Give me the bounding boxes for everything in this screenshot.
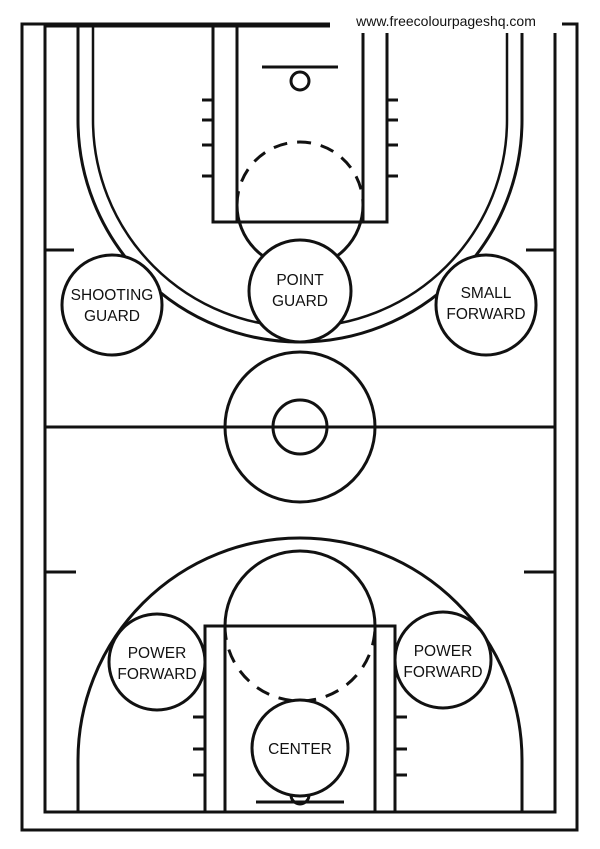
- position-label-line: SHOOTING: [71, 287, 154, 304]
- site-watermark: www.freecolourpageshq.com: [330, 9, 562, 33]
- lane-marks-top: [202, 98, 398, 178]
- free-throw-circle-bottom-dashed: [223, 625, 377, 703]
- position-label-line: SMALL: [461, 285, 512, 302]
- position-label-line: FORWARD: [446, 306, 525, 323]
- center-circle-outer: [223, 350, 377, 504]
- rim-top: [289, 70, 311, 92]
- page-frame: [20, 22, 579, 832]
- position-label-line: FORWARD: [403, 664, 482, 681]
- position-center: CENTER: [250, 698, 350, 798]
- position-label-line: CENTER: [268, 741, 332, 758]
- position-point-guard: POINT GUARD: [247, 238, 353, 344]
- position-label-line: FORWARD: [117, 666, 196, 683]
- side-marks: [45, 248, 555, 574]
- position-shooting-guard: SHOOTING GUARD: [60, 253, 164, 357]
- lane-marks-bottom: [193, 715, 407, 777]
- position-label-line: POWER: [128, 645, 187, 662]
- center-circle-inner: [271, 398, 329, 456]
- position-label-line: GUARD: [84, 308, 140, 325]
- key-bottom-inner: [223, 624, 377, 814]
- position-label-line: POINT: [276, 272, 324, 289]
- free-throw-circle-bottom-solid: [223, 549, 377, 627]
- position-label-line: GUARD: [272, 293, 328, 310]
- position-power-forward-right: POWER FORWARD: [393, 610, 493, 710]
- free-throw-circle-top-dashed: [235, 140, 365, 206]
- key-top-inner: [235, 24, 365, 224]
- three-point-line-bottom: [76, 536, 524, 812]
- position-power-forward-left: POWER FORWARD: [107, 612, 207, 712]
- position-label-line: POWER: [414, 643, 473, 660]
- position-small-forward: SMALL FORWARD: [434, 253, 538, 357]
